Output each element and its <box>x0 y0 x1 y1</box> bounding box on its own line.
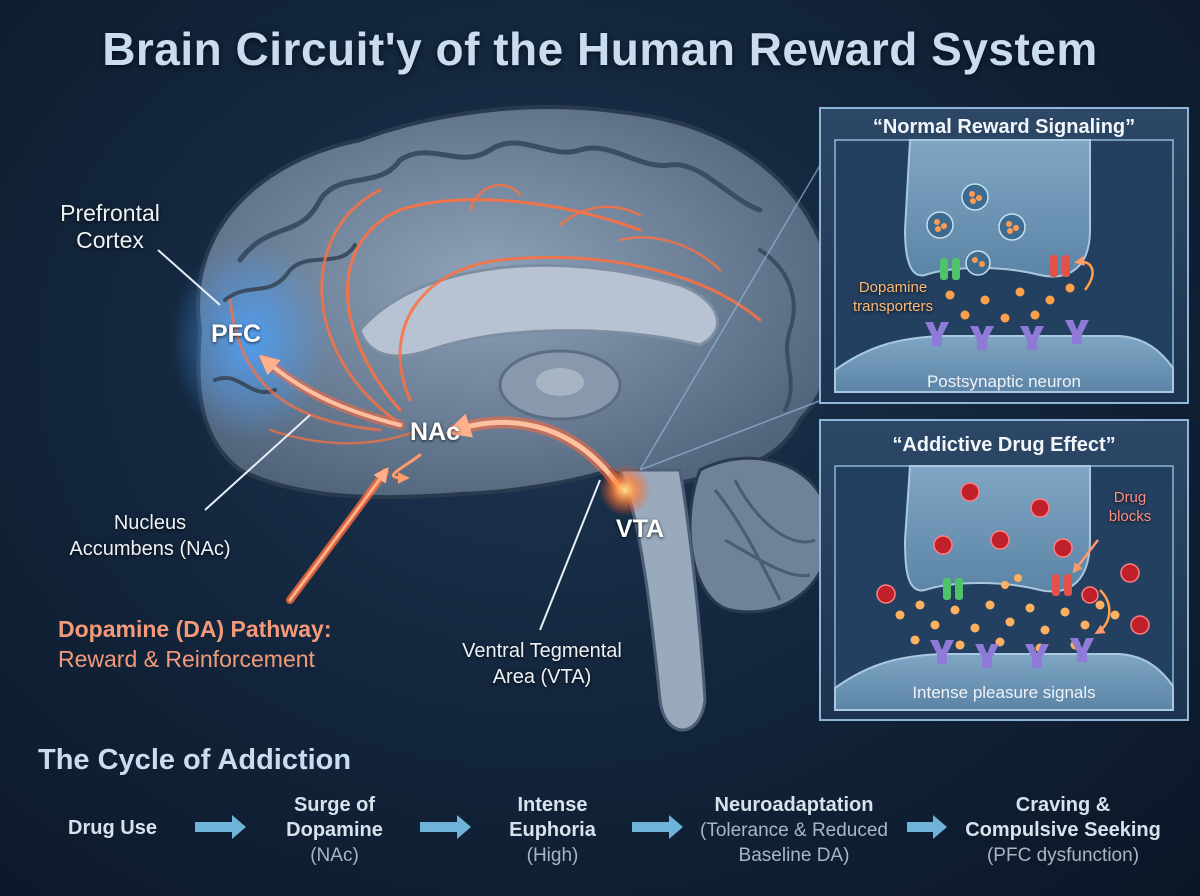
label-nac: NAc <box>409 418 460 446</box>
zoom-lines <box>639 139 836 471</box>
cycle-step-euphoria: Intense Euphoria (High) <box>509 794 596 866</box>
transporter-red-icon <box>1050 255 1070 277</box>
cycle-step-neuroadaptation: Neuroadaptation (Tolerance & Reduced Bas… <box>700 794 888 866</box>
pathway-heading: Dopamine (DA) Pathway: <box>58 616 332 642</box>
panel-normal-title: “Normal Reward Signaling” <box>872 116 1136 138</box>
receptor-icon <box>925 320 1089 350</box>
cycle-title: The Cycle of Addiction <box>38 744 352 776</box>
panel-addictive-footer: Intense pleasure signals <box>912 683 1096 702</box>
panel-normal <box>819 107 1189 404</box>
arrow-right-icon <box>907 815 947 839</box>
arrow-right-icon <box>632 815 683 839</box>
cycle-step-drug-use: Drug Use <box>68 817 157 839</box>
arrow-right-icon <box>195 815 246 839</box>
arrow-right-icon <box>420 815 471 839</box>
cycle-step-craving: Craving & Compulsive Seeking (PFC dysfun… <box>965 794 1161 866</box>
panel-addictive <box>819 419 1189 721</box>
transporter-green-icon <box>940 258 960 280</box>
label-pfc: PFC <box>211 320 261 348</box>
panel-normal-footer: Postsynaptic neuron <box>926 372 1082 391</box>
label-nucleus-accumbens: Nucleus Accumbens (NAc) <box>69 512 231 560</box>
panel-addictive-title: “Addictive Drug Effect” <box>892 434 1116 456</box>
label-drug-blocks: Drug blocks <box>1108 489 1152 525</box>
receptor-icon <box>930 638 1094 668</box>
transporter-red-icon <box>1052 574 1072 596</box>
label-dopamine-transporters: Dopamine transporters <box>852 279 934 315</box>
cycle-arrows <box>195 815 947 839</box>
transporter-green-icon <box>943 578 963 600</box>
dopamine-pathway <box>228 183 762 604</box>
pathway-subheading: Reward & Reinforcement <box>58 646 315 672</box>
label-prefrontal-cortex: Prefrontal Cortex <box>60 200 160 253</box>
label-vta: VTA <box>615 515 665 543</box>
page-title: Brain Circuit'y of the Human Reward Syst… <box>102 23 1098 75</box>
cycle-step-surge: Surge of Dopamine (NAc) <box>286 794 383 866</box>
label-ventral-tegmental-area: Ventral Tegmental Area (VTA) <box>462 640 622 688</box>
drug-molecule-icon <box>876 482 1150 635</box>
leader-lines <box>157 249 601 631</box>
